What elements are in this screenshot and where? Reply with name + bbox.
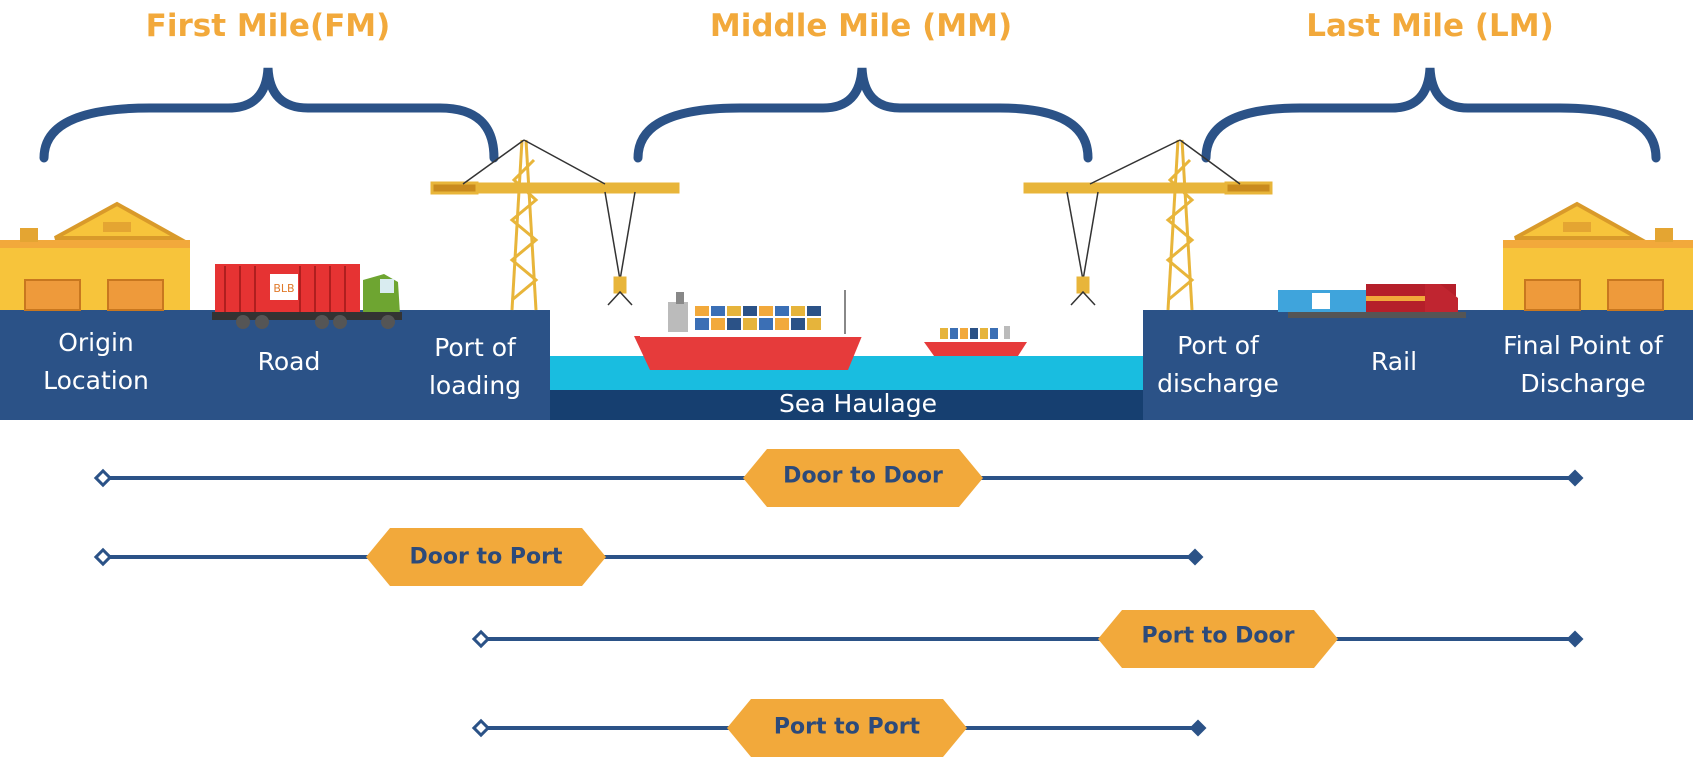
- segment-label-final-point: Final Point of Discharge: [1503, 331, 1663, 398]
- route-end-marker-port-to-door: [1566, 630, 1584, 648]
- route-label-door-to-door: Door to Door: [783, 463, 943, 489]
- destination-warehouse-icon: [1503, 201, 1693, 311]
- route-badge-door-to-port: [366, 528, 606, 586]
- segment-label-rail: Rail: [1370, 347, 1418, 376]
- middle-mile-brace: [633, 67, 1093, 163]
- origin-warehouse-icon: [0, 201, 190, 311]
- segment-label-sea-haulage: Sea Haulage: [779, 389, 937, 418]
- first-mile-title: First Mile(FM): [145, 8, 391, 44]
- route-start-marker-door-to-door: [93, 468, 113, 488]
- route-label-door-to-port: Door to Port: [409, 544, 563, 570]
- route-start-marker-port-to-door: [471, 629, 491, 649]
- segment-label-port-of-loading: Port of loading: [428, 333, 522, 400]
- routes-layer: [93, 449, 1584, 757]
- route-badge-port-to-port: [727, 699, 967, 757]
- route-badge-door-to-door: [743, 449, 983, 507]
- route-label-port-to-port: Port to Port: [773, 714, 921, 740]
- route-end-marker-port-to-port: [1189, 719, 1207, 737]
- cargo-ship-icon: [634, 290, 862, 370]
- route-label-port-to-door: Port to Door: [1141, 623, 1295, 649]
- discharge-crane-icon: [1023, 139, 1273, 311]
- route-start-marker-port-to-port: [471, 718, 491, 738]
- container-brand-logo: BLB: [273, 282, 294, 295]
- middle-mile-title: Middle Mile (MM): [709, 8, 1013, 44]
- segment-label-origin: Origin Location: [43, 328, 149, 395]
- truck-icon: BLB: [212, 264, 402, 329]
- segment-label-port-of-discharge: Port of discharge: [1157, 331, 1279, 398]
- last-mile-brace: [1201, 67, 1661, 163]
- first-mile-band: [0, 310, 550, 420]
- route-start-marker-door-to-port: [93, 547, 113, 567]
- route-badge-port-to-door: [1098, 610, 1338, 668]
- segment-label-road: Road: [257, 347, 321, 376]
- route-end-marker-door-to-door: [1566, 469, 1584, 487]
- train-icon: [1278, 284, 1466, 318]
- small-ship-icon: [924, 326, 1027, 356]
- route-end-marker-door-to-port: [1186, 548, 1204, 566]
- last-mile-band: [1143, 310, 1693, 420]
- last-mile-title: Last Mile (LM): [1306, 8, 1554, 44]
- first-mile-brace: [39, 67, 499, 163]
- loading-crane-icon: [430, 139, 680, 311]
- sea-haulage-band: [550, 390, 1143, 420]
